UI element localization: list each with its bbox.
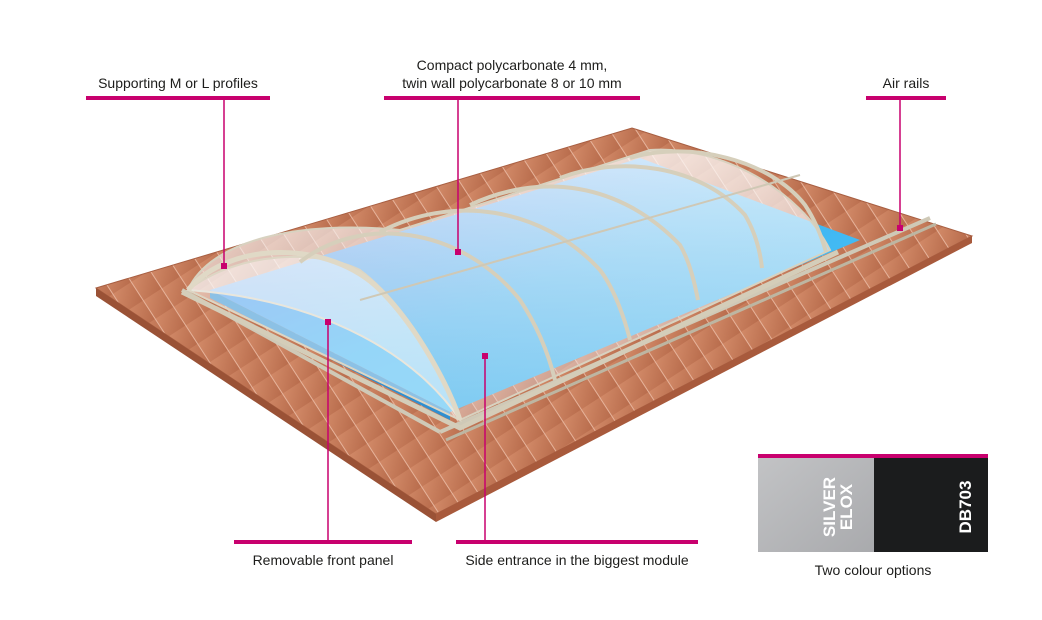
swatch-silver-elox — [758, 458, 874, 552]
label-supporting-profiles: Supporting M or L profiles — [98, 75, 258, 91]
swatch-silver-line2: ELOX — [837, 483, 856, 531]
swatch-db703-text: DB703 — [956, 480, 975, 534]
label-polycarbonate-line2: twin wall polycarbonate 8 or 10 mm — [402, 75, 622, 91]
label-air-rails: Air rails — [882, 75, 930, 91]
swatch-silver-line1: SILVER — [820, 476, 839, 538]
swatch-db703 — [874, 458, 988, 552]
callout-lines — [86, 96, 988, 544]
colour-swatches — [758, 458, 988, 552]
enclosure-body — [180, 148, 840, 431]
swatch-silver-text: SILVER ELOX — [820, 467, 856, 547]
label-polycarbonate: Compact polycarbonate 4 mm, twin wall po… — [384, 56, 640, 92]
label-front-panel: Removable front panel — [252, 552, 394, 568]
label-colour-options: Two colour options — [814, 562, 932, 578]
label-side-entrance: Side entrance in the biggest module — [465, 552, 689, 568]
label-polycarbonate-line1: Compact polycarbonate 4 mm, — [416, 57, 608, 73]
